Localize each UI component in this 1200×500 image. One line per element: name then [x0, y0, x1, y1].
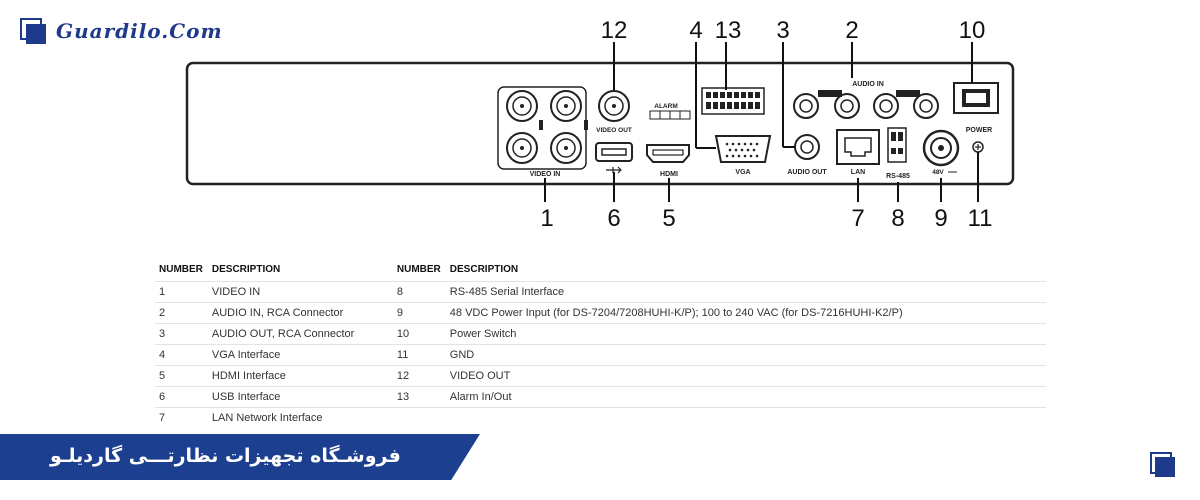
cell-description: RS-485 Serial Interface	[445, 281, 1046, 303]
callout-13: 13	[715, 17, 742, 44]
lan-label: LAN	[851, 169, 865, 176]
cell-number: 5	[155, 365, 208, 387]
audio-in-label: AUDIO IN	[852, 81, 884, 88]
callout-7: 7	[851, 205, 864, 232]
table-row: 1 VIDEO IN 8 RS-485 Serial Interface	[155, 281, 1046, 303]
cell-description: VIDEO IN	[207, 281, 393, 303]
header-number-1: NUMBER	[159, 264, 203, 275]
callout-6: 6	[607, 205, 620, 232]
callout-4: 4	[689, 17, 702, 44]
vga-port: VGA	[714, 135, 772, 176]
table-row: 2 AUDIO IN, RCA Connector 9 48 VDC Power…	[155, 302, 1046, 324]
cell-description: VIDEO OUT	[445, 365, 1046, 387]
brand-header: Guardilo.Com	[20, 18, 223, 44]
cell-number: 6	[155, 386, 208, 408]
power-input-connector: 48V	[922, 129, 960, 176]
cell-number: 1	[155, 281, 208, 303]
cell-number: 8	[392, 281, 446, 303]
cell-number	[392, 407, 446, 428]
callout-12: 12	[601, 17, 628, 44]
table-row: 7 LAN Network Interface	[155, 407, 1046, 428]
callout-leaders	[544, 42, 979, 202]
cell-description: LAN Network Interface	[207, 407, 393, 428]
callout-9: 9	[934, 205, 947, 232]
cell-description: HDMI Interface	[207, 365, 393, 387]
rear-panel-diagram: VIDEO IN VIDEO OUT ALARM HDMI	[185, 17, 1015, 232]
lan-port: LAN	[836, 129, 880, 176]
header-description-2: DESCRIPTION	[449, 264, 519, 275]
table-row: 5 HDMI Interface 12 VIDEO OUT	[155, 365, 1046, 387]
cell-number: 12	[392, 365, 446, 387]
cell-description: GND	[445, 344, 1046, 366]
callout-1: 1	[540, 205, 553, 232]
power-switch: POWER	[953, 82, 999, 134]
cell-number: 4	[155, 344, 208, 366]
cell-number: 3	[155, 323, 208, 345]
callout-3: 3	[776, 17, 789, 44]
audio-out-label: AUDIO OUT	[787, 169, 827, 176]
table-row: 6 USB Interface 13 Alarm In/Out	[155, 386, 1046, 408]
callout-5: 5	[662, 205, 675, 232]
brand-name: Guardilo.Com	[56, 19, 223, 43]
rs485-terminal: RS-485	[886, 127, 910, 180]
cell-number: 10	[392, 323, 446, 345]
video-in-connectors: VIDEO IN	[497, 86, 588, 178]
cell-description: Power Switch	[445, 323, 1046, 345]
power-label: POWER	[966, 127, 992, 134]
rs485-label: RS-485	[886, 173, 910, 180]
cell-number: 11	[392, 344, 446, 366]
vga-label: VGA	[735, 169, 750, 176]
callout-11: 11	[968, 205, 993, 232]
cell-number: 7	[155, 407, 208, 428]
video-out-connector: VIDEO OUT	[596, 90, 632, 134]
voltage-label: 48V	[932, 169, 944, 176]
video-out-label: VIDEO OUT	[596, 127, 632, 134]
header-number-2: NUMBER	[396, 264, 441, 275]
table-row: 3 AUDIO OUT, RCA Connector 10 Power Swit…	[155, 323, 1046, 345]
cell-number: 13	[392, 386, 446, 408]
interface-spec-table: NUMBER DESCRIPTION NUMBER DESCRIPTION 1 …	[155, 260, 1046, 428]
cell-description: VGA Interface	[207, 344, 393, 366]
footer-store-name: فروشـگاه تجهیزات نظارتـــی گاردیلـو	[50, 445, 401, 467]
cell-description: Alarm In/Out	[445, 386, 1046, 408]
cell-description: USB Interface	[207, 386, 393, 408]
corner-logo-icon	[1150, 452, 1176, 478]
brand-logo-icon	[20, 18, 46, 44]
chassis-outline	[185, 61, 1015, 186]
table-header-row: NUMBER DESCRIPTION NUMBER DESCRIPTION	[155, 260, 1046, 282]
cell-description: AUDIO OUT, RCA Connector	[207, 323, 393, 345]
alarm-label: ALARM	[654, 103, 677, 110]
hdmi-label: HDMI	[660, 171, 678, 178]
header-description-1: DESCRIPTION	[211, 264, 281, 275]
video-in-label: VIDEO IN	[530, 171, 561, 178]
callout-2: 2	[845, 17, 858, 44]
cell-description	[445, 407, 1046, 428]
callout-10: 10	[959, 17, 986, 44]
hdmi-port: HDMI	[646, 144, 690, 178]
cell-number: 2	[155, 302, 208, 324]
footer-banner	[0, 434, 480, 480]
table-row: 4 VGA Interface 11 GND	[155, 344, 1046, 366]
cell-description: 48 VDC Power Input (for DS-7204/7208HUHI…	[445, 302, 1046, 324]
alarm-terminal: ALARM	[649, 87, 765, 120]
callout-8: 8	[891, 205, 904, 232]
cell-description: AUDIO IN, RCA Connector	[207, 302, 393, 324]
cell-number: 9	[392, 302, 446, 324]
audio-in-connectors: AUDIO IN	[793, 81, 939, 119]
callout-numbers: 1 2 3 4 5 6 7 8 9 10 11 12 13	[540, 17, 992, 232]
